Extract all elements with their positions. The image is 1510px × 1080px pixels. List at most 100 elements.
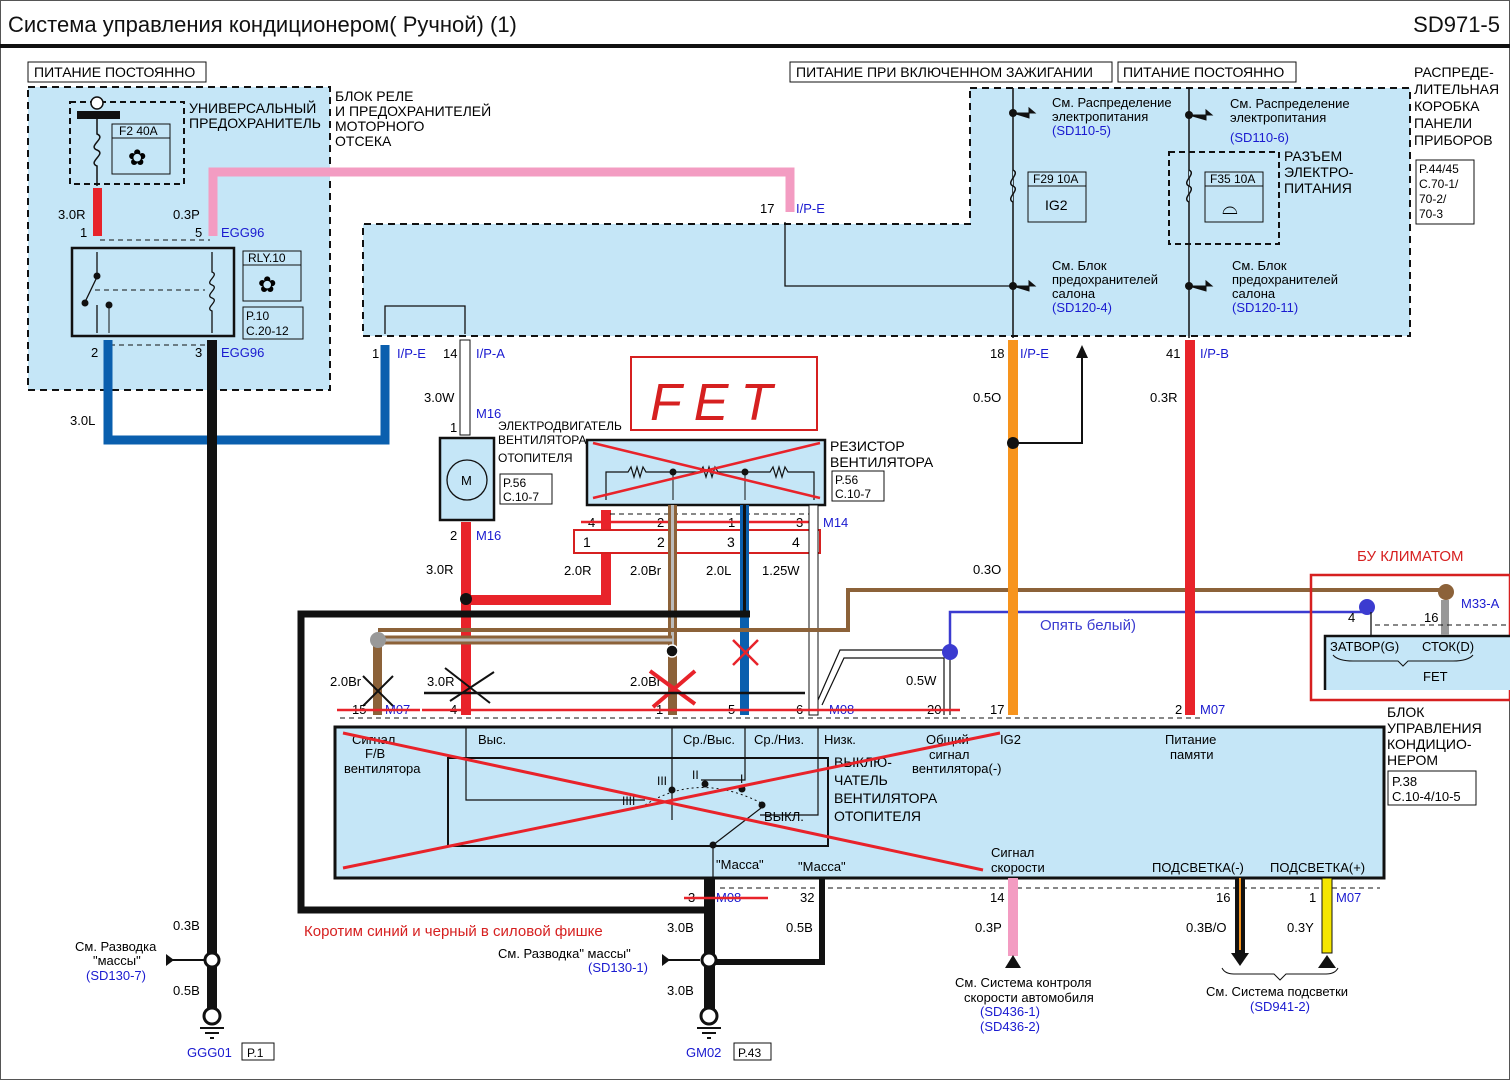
ground-mid-1: См. Разводка" массы" — [498, 946, 631, 961]
fet-gate-label: ЗАТВОР(G) — [1330, 639, 1399, 654]
switch-pos-iiii: IIII — [622, 794, 635, 808]
cu-ref-1: P.38 — [1392, 774, 1417, 789]
dist2-line2: электропитания — [1230, 110, 1326, 125]
switch-pos-iii: III — [657, 774, 667, 788]
wire-label-3-0R: 3.0R — [58, 207, 85, 222]
motor-ref-box — [499, 473, 553, 505]
universal-fuse-label-2: ПРЕДОХРАНИТЕЛЬ — [189, 115, 321, 131]
wire-label-2-0Br: 2.0Br — [630, 563, 662, 578]
cu-label-fb-2: F/B — [365, 746, 385, 761]
ground-mid-2: (SD130-1) — [588, 960, 648, 975]
cu-name-2: УПРАВЛЕНИЯ — [1387, 720, 1482, 736]
climate-unit-box — [1309, 573, 1510, 702]
speed-sys-2: скорости автомобиля — [964, 990, 1094, 1005]
relay-label: RLY.10 — [248, 251, 286, 265]
panel-ref-3: 70-2/ — [1419, 192, 1447, 206]
resistor-label-2: ВЕНТИЛЯТОРА — [830, 454, 934, 470]
splice-dot — [942, 644, 958, 660]
wire-3-0R-fuse — [93, 188, 102, 236]
cu-label-mid-low: Ср./Низ. — [754, 732, 804, 747]
panel-name-1: РАСПРЕДЕ- — [1414, 64, 1494, 80]
salon1-ref: (SD120-4) — [1052, 300, 1112, 315]
cu-label-common-2: сигнал — [929, 747, 970, 762]
motor-label-2: ВЕНТИЛЯТОРА — [498, 433, 587, 447]
salon1-line2: предохранителей — [1052, 272, 1158, 287]
panel-box — [362, 87, 1411, 337]
wire-label-3-0L: 3.0L — [70, 413, 95, 428]
cu-bpin-14: 14 — [990, 890, 1004, 905]
switch-label-4: ОТОПИТЕЛЯ — [834, 808, 921, 824]
resistor-ref-1: P.56 — [835, 473, 858, 487]
wire-label-3-0W: 3.0W — [424, 390, 455, 405]
arrow-right-icon — [1012, 279, 1037, 292]
arrow-up-icon — [1005, 955, 1021, 968]
wire-0-3P-pink — [208, 167, 795, 236]
cross-out-line — [342, 731, 1001, 870]
conn-m33a: M33-A — [1461, 596, 1500, 611]
cu-name-4: НЕРОМ — [1387, 752, 1438, 768]
wire-label-0-5O: 0.5O — [973, 390, 1001, 405]
cu-bpin-16: 16 — [1216, 890, 1230, 905]
fet-pin-4: 4 — [1348, 610, 1355, 625]
fuse-f2-box — [111, 123, 171, 175]
fet-drain-label: СТОК(D) — [1422, 639, 1474, 654]
light-sys-1: См. Система подсветки — [1206, 984, 1348, 999]
cu-pin-2: 2 — [1175, 702, 1182, 717]
ac-control-unit — [333, 725, 1386, 880]
cu-speed-2: скорости — [991, 860, 1045, 875]
cu-name-3: КОНДИЦИО- — [1387, 736, 1472, 752]
ground-icon — [202, 1006, 222, 1026]
wire-3-0R-motor — [461, 510, 611, 605]
wire-label-3-0B-a: 3.0B — [667, 920, 694, 935]
panel-ref-box — [1415, 159, 1475, 225]
engine-box-name-1: БЛОК РЕЛЕ — [335, 88, 414, 104]
ground-left-1: См. Разводка — [75, 939, 157, 954]
cu-label-common-1: Общий — [926, 732, 969, 747]
conn-17-ipe: I/P-E — [796, 201, 825, 216]
power-conn-3: ПИТАНИЯ — [1284, 180, 1352, 196]
wire-label-0-5B: 0.5B — [173, 983, 200, 998]
busbar-icon — [77, 111, 120, 119]
fet-gate-dot — [1359, 599, 1375, 615]
ground-icon — [699, 1006, 719, 1026]
light-sys-2: (SD941-2) — [1250, 999, 1310, 1014]
climate-unit-note: БУ КЛИМАТОМ — [1357, 548, 1464, 565]
cu-label-ig2: IG2 — [1000, 732, 1021, 747]
arrow-right-icon — [662, 954, 670, 966]
speed-sys-1: См. Система контроля — [955, 975, 1092, 990]
power-constant-left: ПИТАНИЕ ПОСТОЯННО — [34, 64, 195, 80]
cu-ref-2: C.10-4/10-5 — [1392, 789, 1461, 804]
short-note: Коротим синий и черный в силовой фишке — [304, 923, 603, 940]
motor-icon — [446, 459, 488, 501]
fan-switch-box — [447, 757, 829, 847]
salon1-line1: См. Блок — [1052, 258, 1107, 273]
wire-1-25W-white — [808, 504, 819, 716]
cu-label-high: Выс. — [478, 732, 506, 747]
fet-drain-dot — [1438, 584, 1454, 600]
wire-blue-to-fet — [948, 610, 1367, 652]
wire-label-0-3R: 0.3R — [1150, 390, 1177, 405]
wire-0-3R-red — [1185, 340, 1195, 715]
wire-3-0R-high — [461, 600, 471, 715]
lamp-icon: ⌓ — [1222, 197, 1238, 219]
dist1-line1: См. Распределение — [1052, 95, 1172, 110]
panel-name-3: КОРОБКА — [1414, 98, 1480, 114]
power-conn-2: ЭЛЕКТРО- — [1284, 164, 1354, 180]
arrow-up-icon — [1318, 955, 1336, 968]
cu-speed-1: Сигнал — [991, 845, 1034, 860]
cu-backlight-minus: ПОДСВЕТКА(-) — [1152, 860, 1244, 875]
short-wire-black — [297, 610, 750, 914]
switch-label-2: ЧАТЕЛЬ — [834, 772, 888, 788]
salon2-line3: салона — [1232, 286, 1276, 301]
arrow-right-icon — [1012, 106, 1037, 119]
power-constant-left-box — [27, 61, 207, 83]
wire-3-0L-blue — [103, 340, 390, 445]
speed-sys-3: (SD436-1) — [980, 1004, 1040, 1019]
gnd1-label: GGG01 — [187, 1045, 232, 1060]
power-conn-1: РАЗЪЕМ — [1284, 148, 1342, 164]
fet-name: FET — [1423, 669, 1448, 684]
pin-1: 1 — [80, 225, 87, 240]
wire-0-5B-ground — [710, 878, 825, 965]
new-pin-2: 2 — [657, 534, 665, 550]
